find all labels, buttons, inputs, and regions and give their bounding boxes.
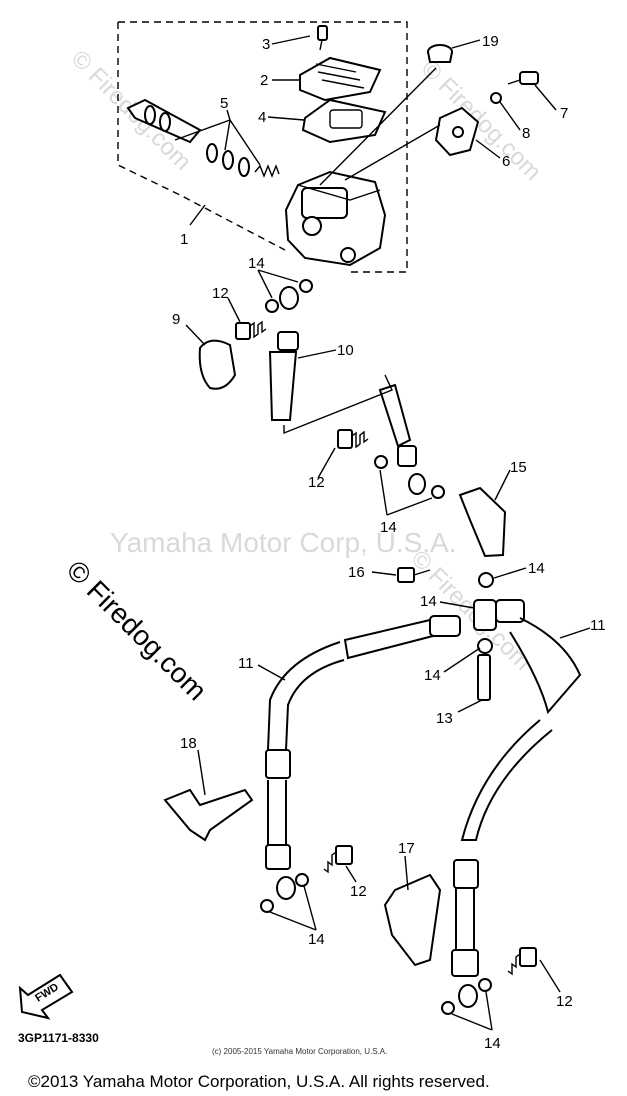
label-4: 4	[258, 109, 266, 126]
label-14: 14	[380, 519, 397, 536]
hose-break-bracket	[283, 374, 393, 435]
label-15: 15	[510, 459, 527, 476]
fwd-arrow-icon: FWD	[18, 973, 74, 1020]
label-16: 16	[348, 564, 365, 581]
hose-bracket	[383, 873, 442, 967]
label-7: 7	[560, 105, 568, 122]
diaphragm	[301, 98, 387, 144]
label-11: 11	[590, 617, 606, 634]
assembly-boundary	[117, 21, 408, 273]
union-bolt	[507, 947, 537, 976]
label-14: 14	[424, 667, 441, 684]
washer	[490, 92, 502, 104]
label-18: 18	[180, 735, 197, 752]
copper-washer	[299, 279, 313, 293]
master-cylinder	[284, 170, 387, 267]
label-12: 12	[556, 993, 573, 1010]
yamaha-watermark: Yamaha Motor Corp, U.S.A.	[110, 527, 457, 558]
copper-washer	[260, 899, 274, 913]
copyright-footer: ©2013 Yamaha Motor Corporation, U.S.A. A…	[28, 1072, 490, 1091]
boot-cover	[198, 339, 237, 390]
small-copyright: (c) 2005-2015 Yamaha Motor Corporation, …	[212, 1047, 387, 1056]
brake-hose-upper	[268, 286, 299, 421]
label-2: 2	[260, 72, 268, 89]
union-bolt	[337, 429, 369, 449]
three-way-joint	[473, 572, 497, 701]
copper-washer	[374, 455, 388, 469]
joint-fitting	[458, 486, 507, 558]
label-14: 14	[248, 255, 265, 272]
copper-washer	[265, 299, 279, 313]
leader-lines	[174, 35, 591, 1031]
piston-kit	[126, 98, 280, 178]
label-8: 8	[522, 125, 530, 142]
holder-bracket	[434, 106, 480, 157]
diagram-code: 3GP1171-8330	[18, 1031, 99, 1045]
label-3: 3	[262, 36, 270, 53]
label-11: 11	[238, 655, 254, 672]
label-1: 1	[180, 231, 188, 248]
label-13: 13	[436, 710, 453, 727]
copper-washer	[441, 1001, 455, 1015]
firedog-watermark-dark: © Firedog.com	[61, 554, 213, 706]
label-12: 12	[212, 285, 229, 302]
hose-bracket	[163, 788, 254, 842]
brake-hose-upper-continued	[378, 383, 426, 495]
label-14: 14	[484, 1035, 501, 1052]
union-bolt	[235, 320, 267, 340]
label-5: 5	[220, 95, 228, 112]
label-14: 14	[308, 931, 325, 948]
brake-hose-left	[265, 615, 461, 900]
part-number-labels: 3 2 4 5 19 7 8 6 1 14 12 9 10 12 14 15 1…	[172, 33, 606, 1052]
bolt	[507, 71, 539, 85]
union-bolt	[323, 845, 353, 874]
plug-cap	[427, 44, 453, 63]
label-14: 14	[528, 560, 545, 577]
reservoir-cap	[299, 56, 382, 102]
screw	[317, 25, 328, 51]
copper-washer	[295, 873, 309, 887]
label-9: 9	[172, 311, 180, 328]
label-17: 17	[398, 840, 415, 857]
label-19: 19	[482, 33, 499, 50]
label-12: 12	[350, 883, 367, 900]
copper-washer	[478, 978, 492, 992]
bolt	[397, 567, 431, 583]
brake-hose-right	[451, 599, 582, 1008]
label-10: 10	[337, 342, 354, 359]
label-12: 12	[308, 474, 325, 491]
label-14: 14	[420, 593, 437, 610]
label-6: 6	[502, 153, 510, 170]
copper-washer	[431, 485, 445, 499]
